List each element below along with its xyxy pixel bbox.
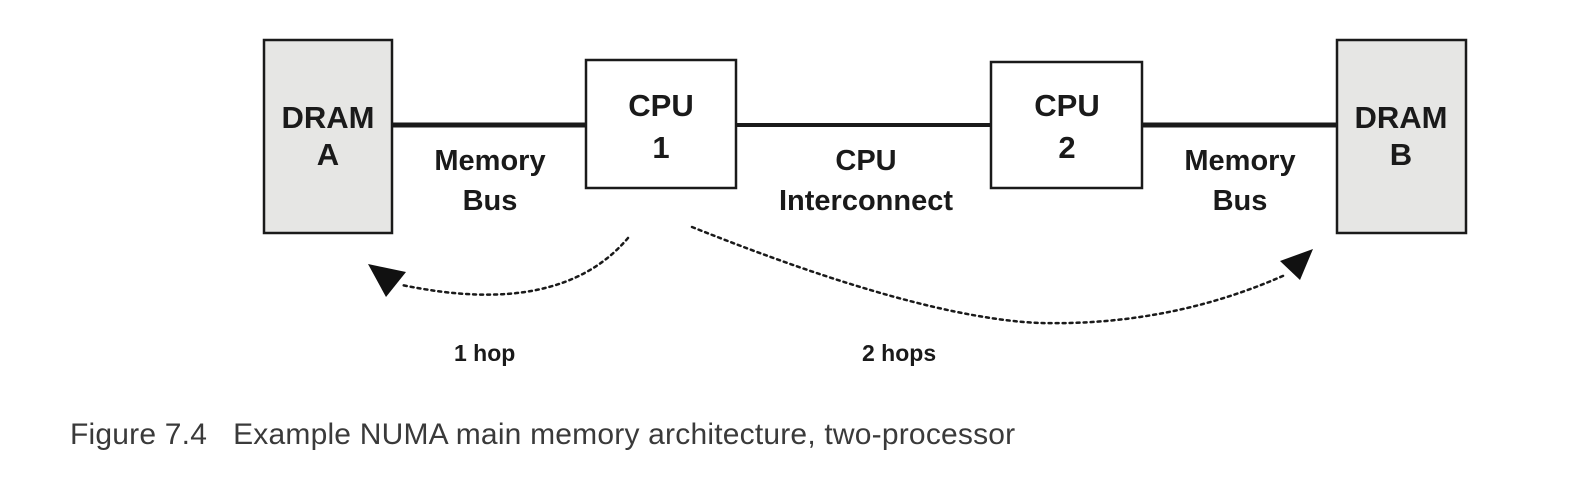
- two-hops-arrow-path: [690, 225, 1287, 325]
- dram-a-label-line2: A: [317, 137, 339, 172]
- dram-b-box: [1335, 38, 1468, 235]
- one-hop-label: 1 hop: [454, 340, 515, 366]
- memory-bus-left-label-line1: Memory: [434, 145, 545, 177]
- memory-bus-left-label-line2: Bus: [463, 185, 518, 217]
- dram-a-label-line1: DRAM: [282, 100, 375, 135]
- cpu-1-box: [584, 58, 738, 190]
- two-hops-label: 2 hops: [862, 340, 936, 366]
- figure-number: Figure 7.4: [70, 418, 208, 451]
- figure-caption: Figure 7.4 Example NUMA main memory archi…: [70, 418, 1015, 452]
- cpu-2-box: [989, 60, 1144, 190]
- cpu-interconnect-label-line1: CPU: [835, 145, 896, 177]
- dram-b-label-line1: DRAM: [1355, 100, 1448, 135]
- memory-bus-right-label-line2: Bus: [1213, 185, 1268, 217]
- cpu-1-node: CPU 1: [584, 58, 738, 190]
- cpu-2-label-line1: CPU: [1034, 88, 1099, 123]
- one-hop-arrowhead: [368, 264, 406, 297]
- two-hops-arrowhead: [1280, 249, 1313, 280]
- dram-a-box: [262, 38, 394, 235]
- cpu-1-label-line1: CPU: [628, 88, 693, 123]
- figure-caption-text: Example NUMA main memory architecture, t…: [233, 418, 1016, 451]
- cpu-1-label-line2: 1: [652, 130, 669, 165]
- dram-b-label-line2: B: [1390, 137, 1412, 172]
- cpu-interconnect-label-line2: Interconnect: [779, 185, 953, 217]
- cpu-2-label-line2: 2: [1058, 130, 1075, 165]
- one-hop-arrow-path: [400, 236, 630, 296]
- dram-b-node: DRAM B: [1335, 38, 1468, 235]
- memory-bus-right-label-line1: Memory: [1184, 145, 1295, 177]
- cpu-2-node: CPU 2: [989, 60, 1144, 190]
- dram-a-node: DRAM A: [262, 38, 394, 235]
